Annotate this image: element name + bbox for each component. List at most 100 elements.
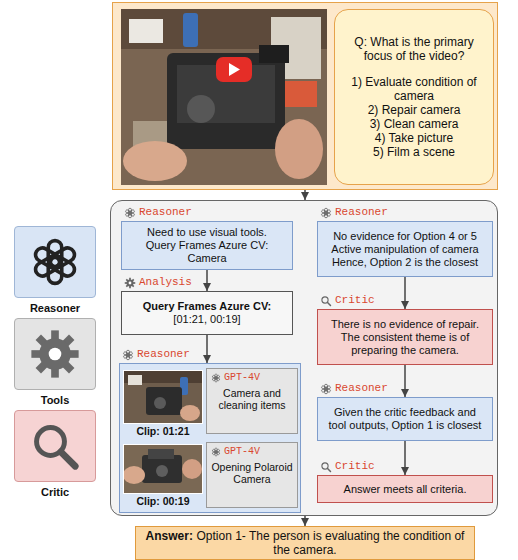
process-box: Clip: 01:21 [123, 370, 203, 424]
camera-body [167, 53, 285, 149]
hand [123, 141, 187, 181]
mag-icon [320, 461, 332, 473]
desk [124, 445, 202, 493]
process-box: Q: What is the primary focus of the vide… [334, 9, 494, 185]
mag-icon [320, 295, 332, 307]
legend-label: Critic [6, 486, 104, 499]
lens-handle [61, 452, 75, 466]
viewfinder [259, 45, 289, 63]
logo-icon [211, 447, 221, 457]
heading-text: Clip: 00:19 [136, 495, 189, 507]
box-text: Opening Polaroid Camera [211, 461, 293, 485]
box-text: [01:21, 00:19] [128, 313, 286, 326]
gear-body [127, 279, 134, 286]
process-box: CriticAnswer meets all criteria. [317, 475, 493, 503]
logo-petal [123, 351, 129, 356]
heading-text: Reasoner [335, 382, 388, 395]
role-heading: Reasoner [122, 348, 190, 361]
box-text: Camera and cleaning items [211, 387, 293, 411]
role-heading: Critic [320, 294, 375, 307]
process-box: ReasonerNeed to use visual tools.Query F… [121, 221, 293, 270]
gear-body [39, 338, 71, 370]
camera-body [142, 455, 182, 483]
role-heading: Reasoner [124, 206, 192, 219]
box-text: Given the critic feedback and tool outpu… [324, 406, 486, 432]
role-heading: Clip: 01:21 [118, 425, 208, 437]
process-box: CriticThere is no evidence of repair. Th… [317, 309, 493, 365]
gear-hole [129, 281, 132, 284]
role-heading: GPT-4V [211, 446, 260, 458]
process-box: Reasoner Clip: 01:21GPT-4VCamera and cle… [119, 363, 301, 513]
video-thumbnail [121, 9, 327, 185]
legend-item: Critic [14, 410, 96, 482]
legend-icon-box [14, 410, 96, 482]
lens-handle [327, 302, 330, 305]
process-box: AnalysisQuery Frames Azure CV:[01:21, 00… [121, 291, 293, 335]
role-heading: Clip: 00:19 [118, 495, 208, 507]
role-heading: Reasoner [320, 206, 388, 219]
play-triangle [229, 63, 240, 76]
flow-arrow [304, 516, 306, 526]
hand [124, 466, 145, 484]
answer-text: Option 1- The person is evaluating the c… [196, 529, 464, 557]
legend-icon-box [14, 318, 96, 390]
box-text: Query Frames Azure CV: Camera [128, 239, 286, 265]
gear-icon [124, 277, 136, 289]
camera-lens [187, 95, 215, 123]
role-heading: Analysis [124, 276, 192, 289]
logo-icon [320, 207, 332, 219]
process-box: Clip: 00:19 [123, 444, 203, 494]
flow-arrow [304, 190, 306, 200]
answer-line: Answer:Option 1- The person is evaluatin… [144, 529, 466, 557]
heading-text: GPT-4V [224, 372, 260, 384]
logo-petal [212, 449, 217, 454]
lens-handle [327, 468, 330, 471]
clip-frame-image [124, 445, 202, 493]
logo-petal [321, 385, 327, 390]
gear-icon [28, 327, 82, 381]
blue-bottle [183, 13, 198, 47]
logo-icon [28, 235, 82, 289]
cleaning-item [128, 375, 142, 385]
desk [121, 9, 327, 185]
legend-item: Tools [14, 318, 96, 390]
heading-text: Reasoner [139, 206, 192, 219]
question-text: 2) Repair camera [341, 103, 487, 117]
heading-text: Reasoner [335, 206, 388, 219]
logo-petal [321, 209, 327, 214]
process-box: GPT-4V Camera and cleaning items [206, 368, 298, 434]
process-box: ReasonerGiven the critic feedback and to… [317, 397, 493, 441]
question-text: 1) Evaluate condition of camera [341, 75, 487, 103]
process-box: GPT-4V Opening Polaroid Camera [206, 442, 298, 508]
group-panel: Q: What is the primary focus of the vide… [112, 2, 498, 190]
camera-lens [156, 465, 168, 477]
heading-text: Analysis [139, 276, 192, 289]
gear-hole [49, 348, 62, 361]
camera-lid [148, 449, 174, 459]
logo-icon [320, 383, 332, 395]
clip-frame-image [124, 371, 202, 423]
question-text: 5) Film a scene [341, 145, 487, 159]
process-box: Answer:Option 1- The person is evaluatin… [135, 526, 475, 560]
logo-petal [212, 375, 217, 380]
question-text: 3) Clean camera [341, 117, 487, 131]
heading-text: Reasoner [137, 348, 190, 361]
question-text: 4) Take picture [341, 131, 487, 145]
role-heading: GPT-4V [211, 372, 260, 384]
hand [275, 119, 323, 179]
answer-text: Answer: [146, 529, 193, 543]
logo-petal [125, 209, 131, 214]
mag-icon [28, 419, 82, 473]
box-text: Need to use visual tools. [128, 226, 286, 239]
box-text: There is no evidence of repair. The cons… [324, 318, 486, 357]
heading-text: Critic [335, 460, 375, 473]
box-text: Answer meets all criteria. [324, 483, 486, 496]
logo-petal [33, 245, 62, 270]
heading-text: Clip: 01:21 [136, 425, 189, 437]
legend-icon-box [14, 226, 96, 298]
heading-text: Critic [335, 294, 375, 307]
legend-label: Tools [6, 394, 104, 407]
group-panel: ReasonerNeed to use visual tools.Query F… [110, 200, 498, 516]
